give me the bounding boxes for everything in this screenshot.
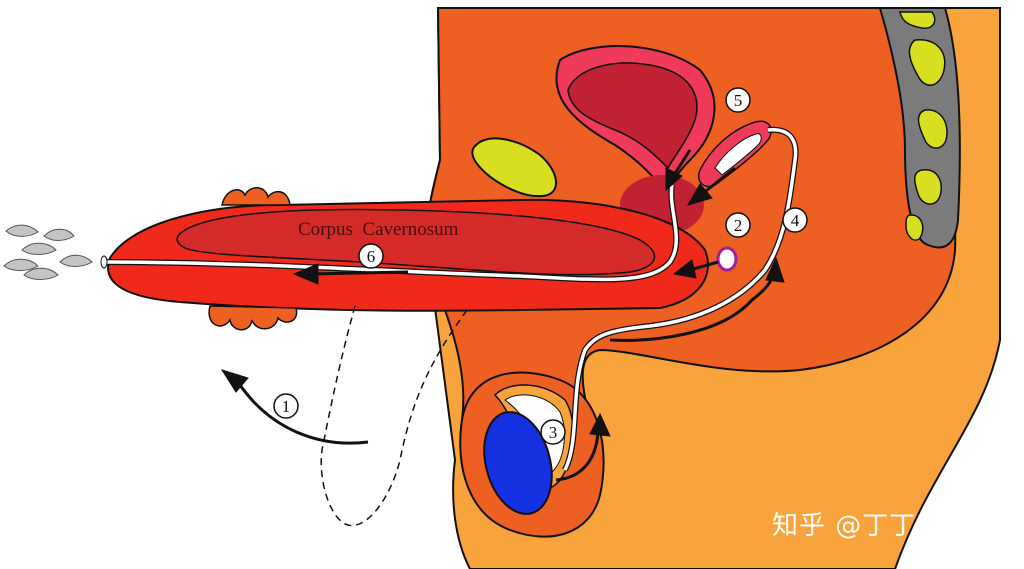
step-circle	[725, 212, 751, 238]
urethral-opening	[100, 255, 108, 269]
pubic-bone	[471, 137, 557, 198]
step-marker-5: 5	[725, 87, 751, 113]
vertebra	[899, 11, 936, 29]
vertebra	[917, 109, 948, 149]
step-number: 1	[282, 397, 291, 416]
arrow-vas-lower	[609, 271, 776, 342]
arrow-head	[220, 369, 249, 393]
vertebra	[905, 214, 924, 241]
vertebrae	[899, 11, 948, 241]
arrow-head	[765, 256, 785, 283]
droplet	[5, 224, 39, 237]
step-circle	[273, 393, 299, 419]
step-number: 2	[734, 216, 743, 235]
step-circle	[540, 419, 566, 445]
step-number: 4	[791, 211, 800, 230]
corpus-cavernosum	[176, 208, 656, 276]
arrow-head	[665, 167, 683, 192]
watermark: 知乎 @丁丁小运	[772, 511, 971, 541]
droplet	[43, 228, 75, 241]
bladder-interior	[567, 62, 698, 170]
vertebra	[908, 39, 946, 86]
flaccid-position-outline	[320, 305, 471, 527]
arrow-head	[686, 183, 713, 206]
semen-droplets	[3, 224, 93, 280]
vertebra	[914, 169, 942, 205]
bulbourethral-gland	[716, 246, 738, 272]
urethra-lumen	[103, 184, 679, 282]
vas-deferens-lumen	[563, 128, 798, 471]
arrow-ejaculation	[309, 270, 409, 276]
step-circle	[358, 243, 384, 269]
step-marker-2: 2	[725, 212, 751, 238]
arrow-testis	[555, 431, 600, 482]
droplet	[23, 267, 59, 280]
step-number: 6	[367, 247, 376, 266]
arrow-erection	[236, 381, 369, 445]
droplet	[21, 242, 57, 255]
foreskin-bottom	[208, 305, 298, 331]
foreskin-top	[221, 187, 291, 206]
step-marker-6: 6	[358, 243, 384, 269]
arrow-head	[292, 263, 319, 285]
arrow-vesicle	[701, 166, 736, 196]
droplet	[3, 258, 39, 271]
step-marker-1: 1	[273, 393, 299, 419]
step-number: 5	[734, 91, 743, 110]
testis	[483, 411, 553, 515]
step-circle	[782, 207, 808, 233]
step-markers: 1 2 3 4 5 6	[273, 87, 808, 445]
seminal-vesicle-inner	[714, 133, 762, 176]
corpus-cavernosum-label: Corpus Cavernosum	[298, 219, 459, 240]
step-marker-4: 4	[782, 207, 808, 233]
arrow-head	[589, 412, 611, 437]
arrow-gland	[689, 260, 719, 272]
droplet	[59, 254, 93, 267]
step-number: 3	[549, 423, 558, 442]
arrow-head	[672, 259, 697, 279]
step-circle	[725, 87, 751, 113]
step-marker-3: 3	[540, 419, 566, 445]
flow-arrows	[220, 149, 785, 482]
